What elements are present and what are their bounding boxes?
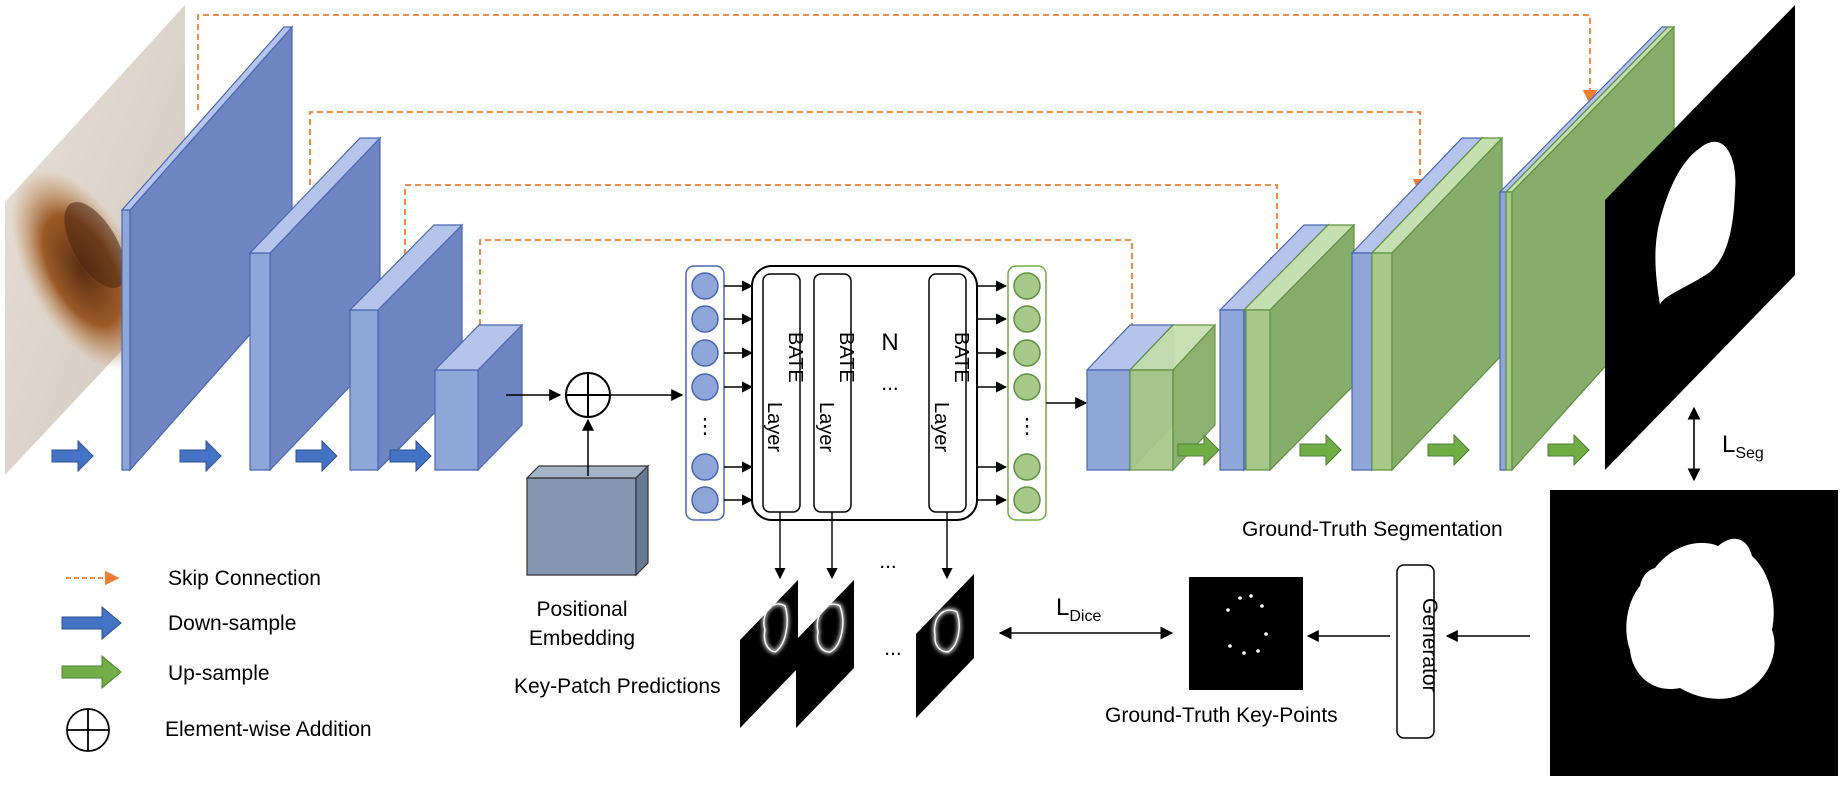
legend-addition-icon (66, 708, 110, 752)
ground-truth-segmentation-image (1550, 490, 1838, 776)
output-token-column (1007, 265, 1047, 521)
positional-embedding-cube (525, 464, 650, 577)
predicted-segmentation-map (1605, 5, 1795, 470)
transformer-block (751, 265, 978, 521)
legend-skip-connection-label: Skip Connection (168, 567, 321, 590)
encoder-block-1 (120, 25, 294, 472)
decoder-block-1 (1085, 323, 1217, 472)
key-patch-prediction-1 (740, 580, 798, 728)
transformer-dots: ... (881, 372, 899, 395)
transformer-to-token-arrows (977, 280, 1008, 506)
generator-label: Generator (1418, 598, 1441, 693)
bate-layer-2-label-bate: BATE (835, 332, 857, 383)
layer-output-arrows (774, 512, 953, 580)
bate-layer-2 (813, 273, 852, 513)
skip-connections (197, 14, 1598, 355)
positional-embedding-label-line1: Positional (536, 598, 627, 621)
token-to-transformer-arrows (724, 280, 754, 506)
decoder-block-3 (1350, 136, 1504, 472)
legend: Skip Connection Down-sample Up-sample El… (61, 567, 372, 752)
legend-up-sample-icon (61, 654, 122, 690)
addition-symbol (565, 372, 611, 418)
layer-output-dots: ... (879, 550, 897, 573)
bate-layer-1 (762, 273, 801, 513)
dice-loss-label: LDice (1056, 594, 1101, 625)
ground-truth-segmentation-label: Ground-Truth Segmentation (1242, 518, 1503, 541)
prediction-dots: ... (884, 637, 902, 660)
encoder-block-3 (348, 223, 464, 472)
bate-layer-n-label-layer: Layer (930, 402, 952, 452)
positional-embedding-label-line2: Embedding (529, 627, 635, 650)
generator-block (1396, 564, 1435, 739)
bate-layer-n-label-bate: BATE (950, 332, 972, 383)
ground-truth-key-points-image (1189, 577, 1303, 690)
up-sample-arrows (1177, 433, 1590, 467)
encoder-block-2 (248, 136, 382, 472)
bate-layer-1-label-layer: Layer (763, 402, 785, 452)
bate-layer-1-label-bate: BATE (784, 332, 806, 383)
bate-layer-n (928, 273, 967, 513)
decoder-block-4 (1498, 25, 1676, 472)
key-patch-prediction-2 (796, 580, 854, 728)
legend-down-sample-label: Down-sample (168, 612, 296, 635)
input-token-vdots: ⋮ (695, 415, 716, 438)
input-image (5, 5, 185, 475)
decoder-block-2 (1218, 223, 1356, 472)
output-token-vdots: ⋮ (1017, 415, 1038, 438)
bate-layer-2-label-layer: Layer (815, 402, 837, 452)
ground-truth-key-points-label: Ground-Truth Key-Points (1105, 704, 1338, 727)
key-patch-predictions-label: Key-Patch Predictions (514, 675, 721, 698)
legend-up-sample-label: Up-sample (168, 662, 270, 685)
input-token-column (685, 265, 725, 521)
layer-count-n: N (881, 329, 898, 356)
down-sample-arrows (51, 439, 432, 473)
seg-loss-label: LSeg (1722, 431, 1764, 462)
encoder-block-4 (433, 323, 524, 472)
legend-down-sample-icon (61, 605, 122, 641)
key-patch-prediction-n (916, 574, 974, 718)
legend-element-wise-addition-label: Element-wise Addition (165, 718, 372, 741)
